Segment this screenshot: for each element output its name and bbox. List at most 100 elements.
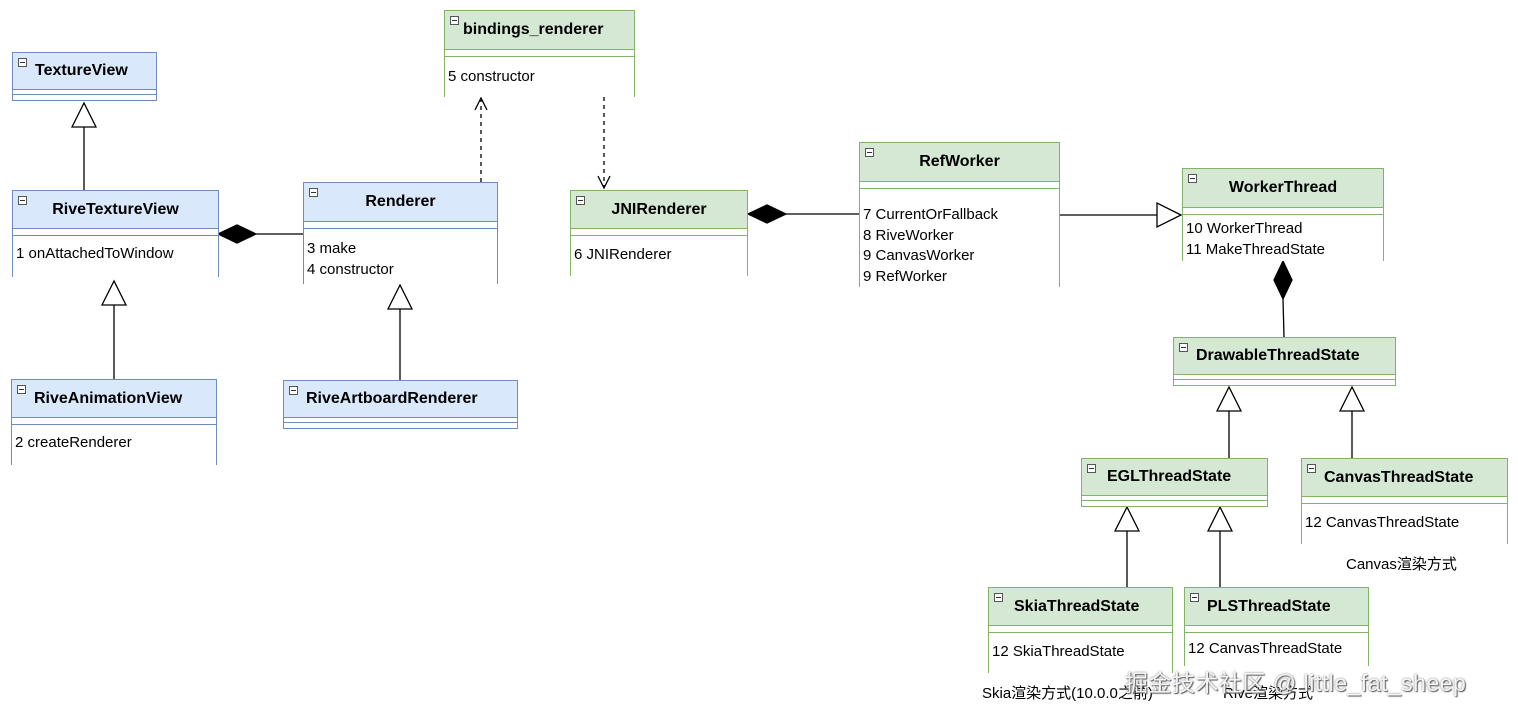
generalization-arrow	[1113, 505, 1141, 532]
class-rive-animation-view[interactable]: RiveAnimationView 2 createRenderer	[11, 379, 217, 465]
operation-item: 7 CurrentOrFallback	[863, 206, 999, 223]
class-jni-renderer[interactable]: JNIRenderer 6 JNIRenderer	[570, 190, 748, 276]
class-name: bindings_renderer	[463, 21, 604, 38]
operation-item: 4 constructor	[307, 260, 394, 278]
class-pls-thread-state[interactable]: PLSThreadState 12 CanvasThreadState	[1184, 587, 1369, 666]
operation-list: 3 make 4 constructor	[304, 228, 497, 284]
class-rive-artboard-renderer[interactable]: RiveArtboardRenderer	[283, 380, 518, 429]
operation-separator	[284, 422, 517, 428]
generalization-arrow	[100, 279, 128, 306]
operation-list: 6 JNIRenderer	[571, 235, 747, 276]
class-header: EGLThreadState	[1082, 459, 1267, 495]
attribute-separator	[1082, 495, 1267, 500]
collapse-icon[interactable]	[576, 196, 585, 205]
operation-item: 8 RiveWorker	[863, 226, 954, 244]
operation-item: 6 JNIRenderer	[574, 246, 672, 263]
operation-item: 3 make	[307, 240, 357, 257]
collapse-icon[interactable]	[450, 16, 459, 25]
operation-item: 9 RefWorker	[863, 267, 947, 285]
collapse-icon[interactable]	[994, 593, 1003, 602]
class-drawable-thread-state[interactable]: DrawableThreadState	[1173, 337, 1396, 386]
collapse-icon[interactable]	[1188, 174, 1197, 183]
generalization-arrow	[1338, 385, 1366, 412]
class-header: SkiaThreadState	[989, 588, 1172, 625]
operation-list: 5 constructor	[445, 56, 634, 97]
generalization-arrow	[1206, 505, 1234, 532]
collapse-icon[interactable]	[17, 385, 26, 394]
attribute-separator	[13, 89, 156, 94]
operation-separator	[13, 94, 156, 100]
class-header: Renderer	[304, 183, 497, 221]
operation-item: 10 WorkerThread	[1186, 220, 1303, 237]
operation-item: 12 CanvasThreadState	[1305, 514, 1460, 531]
class-worker-thread[interactable]: WorkerThread 10 WorkerThread 11 MakeThre…	[1182, 168, 1384, 261]
operation-list: 2 createRenderer	[12, 424, 216, 465]
collapse-icon[interactable]	[1179, 343, 1188, 352]
class-name: RiveTextureView	[52, 200, 179, 218]
class-header: bindings_renderer	[445, 11, 634, 49]
dependency-arrow	[474, 96, 488, 111]
class-canvas-thread-state[interactable]: CanvasThreadState 12 CanvasThreadState	[1301, 458, 1508, 544]
class-name: TextureView	[35, 62, 128, 79]
collapse-icon[interactable]	[18, 58, 27, 67]
class-header: RiveAnimationView	[12, 380, 216, 417]
class-bindings-renderer[interactable]: bindings_renderer 5 constructor	[444, 10, 635, 97]
attribute-separator	[1185, 625, 1368, 632]
collapse-icon[interactable]	[1307, 464, 1316, 473]
class-name: RiveArtboardRenderer	[306, 390, 478, 407]
dependency-arrow	[597, 175, 611, 190]
class-name: CanvasThreadState	[1324, 468, 1474, 486]
generalization-arrow	[1156, 201, 1183, 229]
attribute-separator	[989, 625, 1172, 632]
class-skia-thread-state[interactable]: SkiaThreadState 12 SkiaThreadState	[988, 587, 1173, 673]
operation-list: 12 CanvasThreadState	[1302, 503, 1507, 544]
composition-diamond	[216, 224, 258, 244]
class-header: WorkerThread	[1183, 169, 1383, 207]
collapse-icon[interactable]	[309, 188, 318, 197]
class-name: EGLThreadState	[1107, 468, 1232, 485]
attribute-separator	[1302, 496, 1507, 503]
operation-item: 1 onAttachedToWindow	[16, 245, 174, 262]
attribute-separator	[571, 228, 747, 235]
generalization-arrow	[386, 283, 414, 310]
class-header: TextureView	[13, 53, 156, 89]
class-rive-texture-view[interactable]: RiveTextureView 1 onAttachedToWindow	[12, 190, 219, 277]
attribute-separator	[445, 49, 634, 56]
attribute-separator	[13, 228, 218, 235]
class-name: JNIRenderer	[611, 200, 707, 218]
class-name: Renderer	[365, 193, 436, 210]
operation-item: 12 SkiaThreadState	[992, 643, 1125, 660]
class-name: DrawableThreadState	[1196, 347, 1360, 364]
operation-item: 2 createRenderer	[15, 434, 132, 451]
composition-diamond	[1273, 259, 1293, 301]
rive-render-caption: Rive渲染方式	[1223, 685, 1314, 702]
attribute-separator	[1174, 374, 1395, 379]
attribute-separator	[284, 417, 517, 422]
attribute-separator	[304, 221, 497, 228]
class-header: PLSThreadState	[1185, 588, 1368, 625]
class-ref-worker[interactable]: RefWorker 7 CurrentOrFallback 8 RiveWork…	[859, 142, 1060, 287]
operation-separator	[1174, 379, 1395, 385]
collapse-icon[interactable]	[1190, 593, 1199, 602]
collapse-icon[interactable]	[289, 386, 298, 395]
collapse-icon[interactable]	[18, 196, 27, 205]
operation-list: 12 SkiaThreadState	[989, 632, 1172, 673]
operation-item: 9 CanvasWorker	[863, 247, 975, 264]
operation-list: 7 CurrentOrFallback 8 RiveWorker 9 Canva…	[860, 188, 1059, 287]
operation-item: 5 constructor	[448, 68, 535, 85]
skia-render-caption: Skia渲染方式(10.0.0之前)	[982, 685, 1153, 702]
collapse-icon[interactable]	[865, 148, 874, 157]
watermark: 掘金技术社区 @ little_fat_sheep	[1125, 670, 1467, 696]
composition-diamond	[746, 204, 788, 224]
class-name: RiveAnimationView	[34, 389, 183, 407]
class-renderer[interactable]: Renderer 3 make 4 constructor	[303, 182, 498, 284]
operation-item: 11 MakeThreadState	[1186, 240, 1325, 258]
operation-list: 12 CanvasThreadState	[1185, 632, 1368, 666]
attribute-separator	[860, 181, 1059, 188]
class-egl-thread-state[interactable]: EGLThreadState	[1081, 458, 1268, 507]
class-header: RefWorker	[860, 143, 1059, 181]
operation-list: 1 onAttachedToWindow	[13, 235, 218, 277]
class-texture-view[interactable]: TextureView	[12, 52, 157, 101]
collapse-icon[interactable]	[1087, 464, 1096, 473]
